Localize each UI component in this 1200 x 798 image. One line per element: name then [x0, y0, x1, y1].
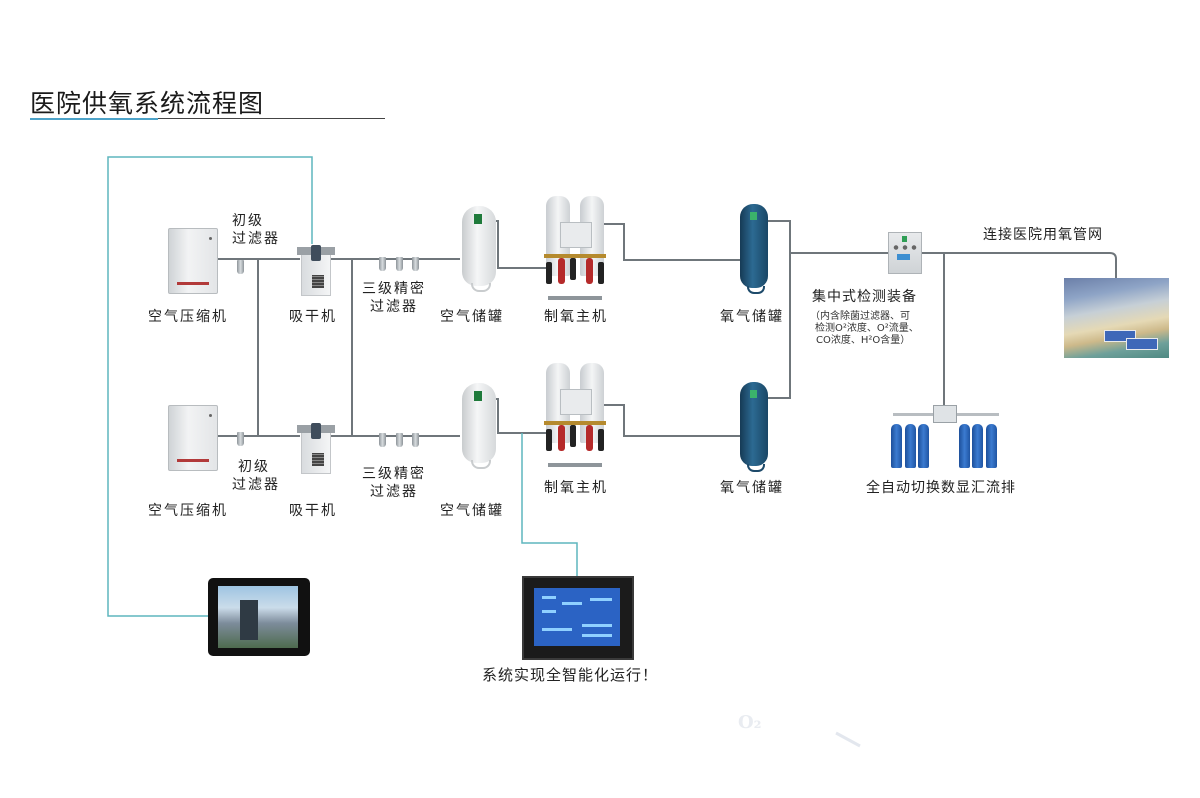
precision-filter-bottom-2 [396, 433, 403, 447]
control-line-hmi [521, 433, 578, 576]
watermark-stroke [835, 731, 861, 748]
dryer-bottom [297, 423, 335, 474]
dryer-top [297, 245, 335, 296]
pipe-top-generator-o2tank [600, 223, 740, 261]
hospital-ward-image [1064, 278, 1169, 358]
tablet-remote-monitor [208, 578, 310, 656]
pipe-detector-out [920, 252, 1117, 278]
oxygen-cylinder [905, 424, 916, 468]
air-compressor-bottom [168, 405, 218, 471]
air-compressor-top [168, 228, 218, 294]
pipe-top-o2tank-out [768, 220, 791, 399]
label-dryer-top: 吸干机 [289, 309, 337, 325]
precision-filter-bottom-1 [379, 433, 386, 447]
oxygen-cylinder [986, 424, 997, 468]
label-primary-filter-bottom-1: 初级 [238, 459, 270, 475]
pipe-top-airtank-generator [496, 220, 546, 269]
label-precision-filter-bottom-1: 三级精密 [362, 466, 426, 482]
precision-filter-top-3 [412, 257, 419, 271]
oxygen-cylinder [972, 424, 983, 468]
oxygen-cylinder [918, 424, 929, 468]
detector-note-1: （内含除菌过滤器、可 [810, 311, 910, 322]
control-line-tablet [107, 156, 313, 617]
label-air-tank-bottom: 空气储罐 [440, 503, 504, 519]
label-precision-filter-top-2: 过滤器 [370, 299, 418, 315]
label-detector: 集中式检测装备 [812, 289, 917, 305]
oxygen-generator-bottom [544, 363, 606, 467]
label-primary-filter-top-2: 过滤器 [232, 231, 280, 247]
detector-note-3: CO浓度、H²O含量） [816, 335, 911, 346]
label-oxygen-tank-bottom: 氧气储罐 [720, 480, 784, 496]
label-compressor-bottom: 空气压缩机 [148, 503, 228, 519]
title-underline [30, 118, 385, 119]
central-detection-unit [888, 232, 922, 274]
precision-filter-bottom-3 [412, 433, 419, 447]
primary-filter-bottom [237, 432, 244, 446]
oxygen-cylinder [959, 424, 970, 468]
precision-filter-top-1 [379, 257, 386, 271]
label-precision-filter-bottom-2: 过滤器 [370, 484, 418, 500]
label-oxygen-generator-top: 制氧主机 [544, 309, 608, 325]
detector-note-2: 检测O²浓度、O²流量、 [815, 323, 919, 334]
o2-watermark: O₂ [738, 712, 762, 733]
plc-touch-screen [522, 576, 634, 660]
label-primary-filter-top-1: 初级 [232, 213, 264, 229]
label-oxygen-generator-bottom: 制氧主机 [544, 480, 608, 496]
oxygen-tank-bottom [740, 382, 768, 472]
oxygen-generator-top [544, 196, 606, 300]
label-oxygen-tank-top: 氧气储罐 [720, 309, 784, 325]
page-title: 医院供氧系统流程图 [30, 89, 265, 118]
label-primary-filter-bottom-2: 过滤器 [232, 477, 280, 493]
label-precision-filter-top-1: 三级精密 [362, 281, 426, 297]
label-hospital-network: 连接医院用氧管网 [983, 227, 1103, 243]
pipe-bottom-generator-o2tank [600, 404, 740, 437]
manifold-control-box [933, 405, 957, 423]
title-underline-accent [30, 118, 158, 120]
pipe-bottom-airtank-generator [496, 398, 546, 434]
primary-filter-top [237, 260, 244, 274]
label-manifold: 全自动切换数显汇流排 [866, 480, 1016, 496]
label-air-tank-top: 空气储罐 [440, 309, 504, 325]
air-tank-top [462, 206, 496, 292]
label-smart-control: 系统实现全智能化运行！ [482, 666, 659, 684]
precision-filter-top-2 [396, 257, 403, 271]
oxygen-tank-top [740, 204, 768, 294]
oxygen-cylinder [891, 424, 902, 468]
air-tank-bottom [462, 383, 496, 469]
label-dryer-bottom: 吸干机 [289, 503, 337, 519]
label-compressor-top: 空气压缩机 [148, 309, 228, 325]
